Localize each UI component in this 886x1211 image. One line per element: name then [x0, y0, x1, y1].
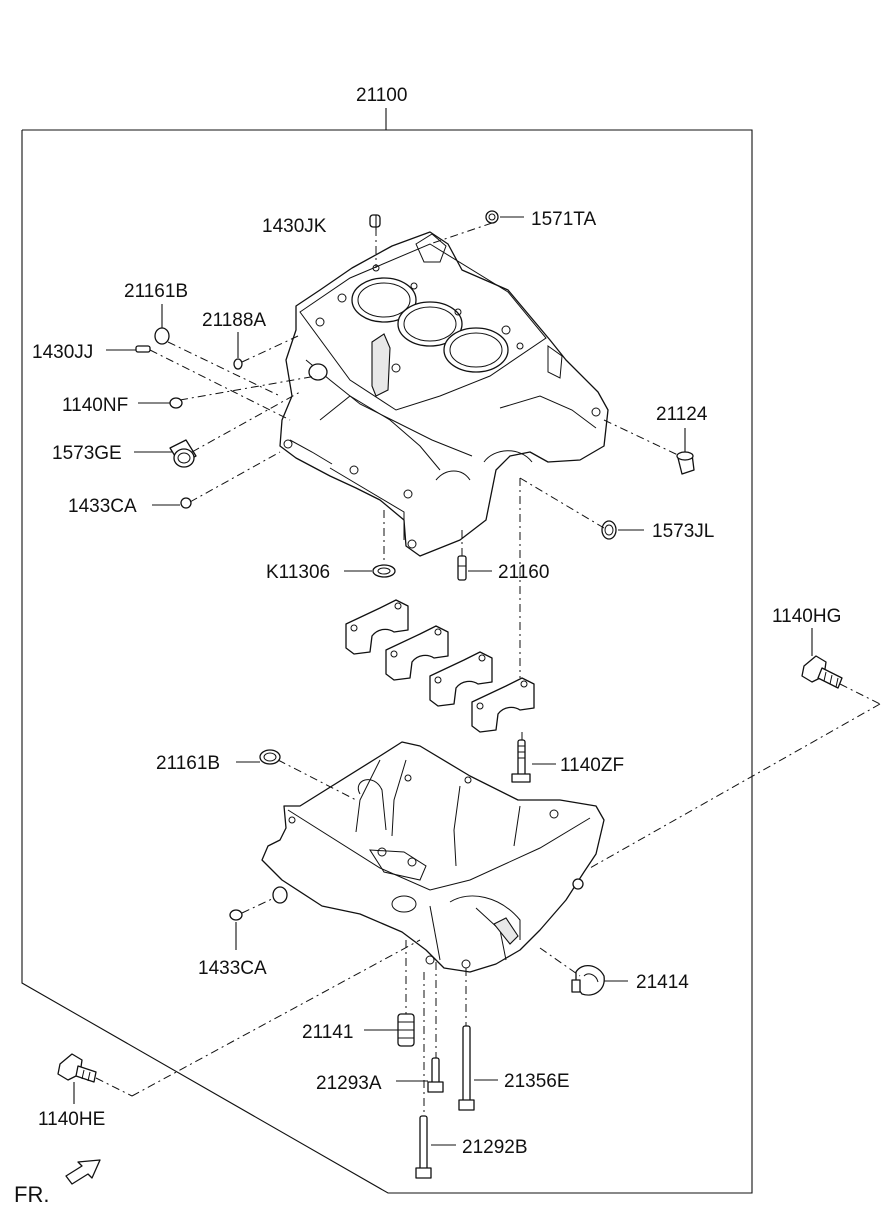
label-1573jl: 1573JL — [652, 521, 714, 542]
label-21100: 21100 — [356, 85, 407, 106]
plug-21124 — [676, 451, 695, 475]
label-21141: 21141 — [302, 1022, 353, 1043]
label-21293a: 21293A — [316, 1073, 382, 1094]
bolt-21292b — [415, 1115, 432, 1179]
stud-21160 — [457, 555, 467, 581]
crankcase-lower — [261, 741, 605, 973]
label-1430jj: 1430JJ — [32, 342, 93, 363]
label-1140zf: 1140ZF — [560, 755, 624, 776]
cylinder-block-upper — [279, 231, 609, 557]
label-1571ta: 1571TA — [531, 209, 596, 230]
label-21160: 21160 — [498, 562, 549, 583]
label-1140hg: 1140HG — [772, 606, 841, 627]
oring-21161b-bottom — [259, 749, 281, 765]
clip-21414 — [571, 965, 605, 996]
dowel-pin-1430jk — [369, 214, 381, 228]
bolt-1140he — [57, 1053, 97, 1083]
bolt-1140hg — [801, 655, 843, 689]
main-bearing-caps — [345, 599, 535, 733]
seal-1573ge — [169, 439, 197, 468]
label-1433ca-top: 1433CA — [68, 496, 137, 517]
assembly-frame — [21, 129, 753, 1194]
pin-1433ca-bottom — [229, 909, 243, 921]
bolt-1140zf — [511, 739, 531, 783]
part-labels: 21100 1430JK 1571TA 21161B 21188A 1430JJ… — [14, 85, 841, 1207]
label-21124: 21124 — [656, 404, 708, 425]
pin-1430jj — [135, 345, 151, 353]
label-1140he: 1140HE — [38, 1109, 105, 1130]
washer-k11306 — [372, 564, 396, 578]
label-1433ca-bottom: 1433CA — [198, 958, 267, 979]
label-21161b-bottom: 21161B — [156, 753, 220, 774]
bolt-21356e — [458, 1025, 475, 1111]
bolt-21293a — [427, 1057, 444, 1093]
front-arrow-icon — [65, 1159, 101, 1185]
label-21356e: 21356E — [504, 1071, 570, 1092]
label-front: FR. — [14, 1182, 49, 1207]
plug-1571ta — [485, 210, 499, 224]
label-1573ge: 1573GE — [52, 443, 122, 464]
label-1140nf: 1140NF — [62, 395, 128, 416]
ring-21188a — [233, 358, 243, 370]
dashed-assembly-lines — [95, 222, 881, 1116]
insert-21141 — [397, 1013, 415, 1047]
label-21414: 21414 — [636, 972, 689, 993]
seal-1573jl — [601, 520, 617, 540]
label-1430jk: 1430JK — [262, 216, 327, 237]
label-21161b-top: 21161B — [124, 281, 188, 302]
label-21292b: 21292B — [462, 1137, 528, 1158]
pin-1433ca-top — [180, 497, 192, 509]
oring-21161b-top — [154, 327, 170, 345]
label-k11306: K11306 — [266, 562, 330, 583]
leader-lines — [73, 215, 813, 1146]
label-21188a: 21188A — [202, 310, 266, 331]
